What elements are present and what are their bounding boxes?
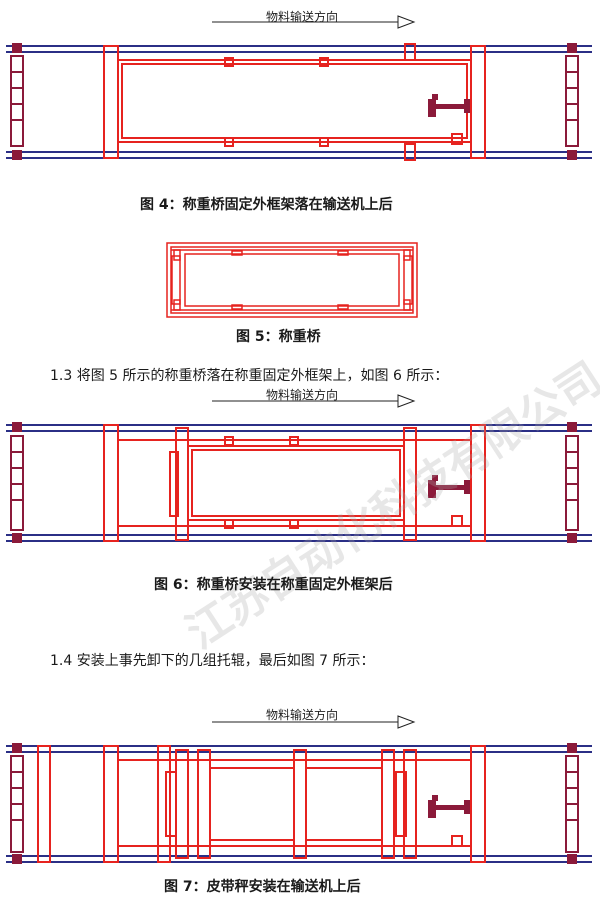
figure-6-diagram xyxy=(6,422,592,543)
figure-5-caption: 图 5：称重桥 xyxy=(236,329,321,345)
direction-label-2: 物料输送方向 xyxy=(266,388,339,402)
figure-7-diagram xyxy=(6,743,592,864)
figure-4-diagram xyxy=(6,43,592,161)
figure-6-caption: 图 6：称重桥安装在称重固定外框架后 xyxy=(154,577,393,593)
direction-label-1: 物料输送方向 xyxy=(266,10,339,24)
direction-label-3: 物料输送方向 xyxy=(266,708,339,722)
direction-arrow-3 xyxy=(212,715,416,729)
figure-4-caption: 图 4：称重桥固定外框架落在输送机上后 xyxy=(140,197,393,213)
direction-arrow-1 xyxy=(212,15,416,29)
step-1-3-text: 1.3 将图 5 所示的称重桥落在称重固定外框架上，如图 6 所示： xyxy=(50,368,449,384)
direction-arrow-2 xyxy=(212,394,416,408)
figure-7-caption: 图 7：皮带秤安装在输送机上后 xyxy=(164,879,361,895)
step-1-4-text: 1.4 安装上事先卸下的几组托辊，最后如图 7 所示： xyxy=(50,653,375,669)
figure-5-diagram xyxy=(166,242,418,318)
